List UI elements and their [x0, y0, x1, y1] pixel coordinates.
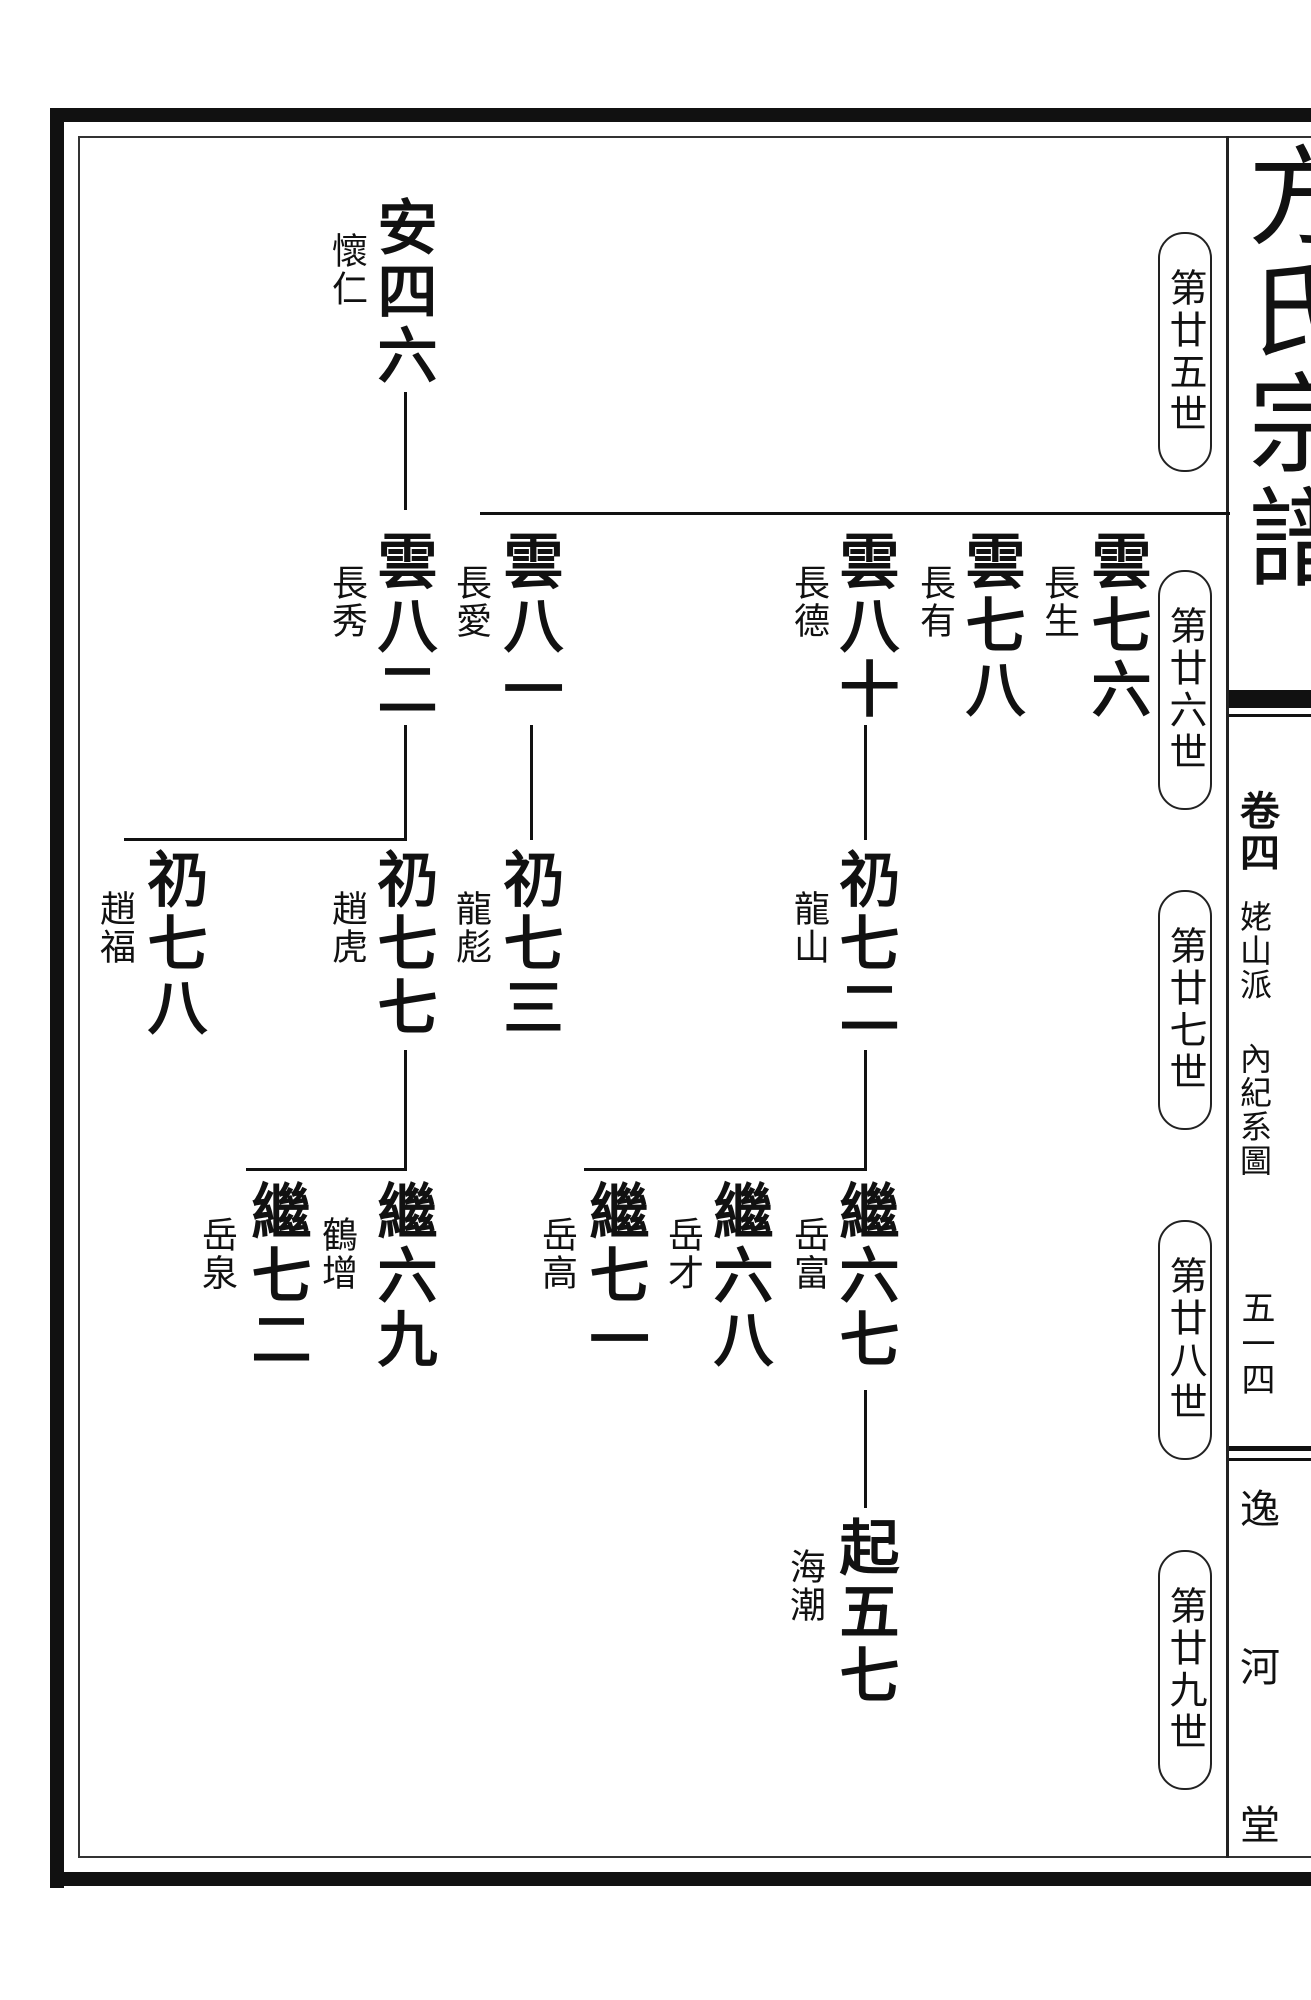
- connector: [404, 1050, 407, 1168]
- person-alias: 懷仁: [326, 232, 367, 308]
- person-alias: 長德: [788, 564, 829, 640]
- person-name: 繼六七: [829, 1180, 899, 1372]
- hall-rule: [1229, 1446, 1311, 1451]
- outer-border-left: [50, 108, 64, 1888]
- person-name: 繼六八: [703, 1180, 773, 1372]
- person-alias: 龍彪: [450, 890, 491, 966]
- person-alias: 岳高: [536, 1216, 577, 1292]
- connector: [584, 1168, 867, 1171]
- person-name: 繼六九: [367, 1180, 437, 1372]
- hall-rule-thin: [1229, 1458, 1311, 1461]
- person-name: 礽七三: [493, 848, 563, 1040]
- title-rule: [1229, 690, 1311, 708]
- generation-label-28: 第廿八世: [1158, 1220, 1212, 1460]
- person-alias: 長秀: [326, 564, 367, 640]
- title-rule-thin: [1229, 714, 1311, 717]
- person-alias: 岳才: [662, 1216, 703, 1292]
- volume-label: 卷四: [1233, 790, 1280, 874]
- generation-label-25: 第廿五世: [1158, 232, 1212, 472]
- connector: [530, 725, 533, 840]
- page-number: 五一四: [1235, 1290, 1275, 1398]
- connector: [864, 1390, 867, 1508]
- branch-label: 姥山派 內紀系圖: [1235, 900, 1273, 1178]
- person-name: 雲八二: [367, 530, 437, 722]
- connector: [864, 725, 867, 840]
- connector: [404, 725, 407, 840]
- connector: [404, 392, 407, 510]
- outer-border-bottom: [50, 1872, 1311, 1886]
- person-alias: 鶴增: [316, 1216, 357, 1292]
- person-name: 雲八一: [493, 530, 563, 722]
- person-name: 礽七七: [367, 848, 437, 1040]
- connector: [246, 1168, 407, 1171]
- connector: [124, 838, 407, 841]
- person-name: 雲八十: [829, 530, 899, 722]
- person-name: 繼七二: [241, 1180, 311, 1372]
- person-alias: 長愛: [450, 564, 491, 640]
- generation-label-27: 第廿七世: [1158, 890, 1212, 1130]
- inner-border: [78, 136, 1311, 1858]
- person-alias: 趙福: [94, 890, 135, 966]
- person-alias: 趙虎: [326, 890, 367, 966]
- person-alias: 岳泉: [196, 1216, 237, 1292]
- person-alias: 岳富: [788, 1216, 829, 1292]
- person-name: 雲七八: [955, 530, 1025, 722]
- connector: [864, 1050, 867, 1168]
- side-column-divider: [1226, 136, 1229, 1858]
- outer-border-top: [50, 108, 1311, 122]
- person-alias: 海潮: [784, 1548, 825, 1624]
- person-alias: 長生: [1038, 564, 1079, 640]
- book-title: 方氏宗譜: [1230, 140, 1311, 596]
- person-alias: 長有: [914, 564, 955, 640]
- person-alias: 龍山: [788, 890, 829, 966]
- hall-name: 逸 河 堂: [1233, 1488, 1279, 1880]
- person-name: 雲七六: [1081, 530, 1151, 722]
- person-name: 礽七二: [829, 848, 899, 1040]
- connector: [480, 512, 1230, 515]
- person-name: 起五七: [829, 1516, 899, 1708]
- person-name: 安四六: [367, 196, 437, 388]
- person-name: 礽七八: [137, 848, 207, 1040]
- generation-label-29: 第廿九世: [1158, 1550, 1212, 1790]
- generation-label-26: 第廿六世: [1158, 570, 1212, 810]
- person-name: 繼七一: [579, 1180, 649, 1372]
